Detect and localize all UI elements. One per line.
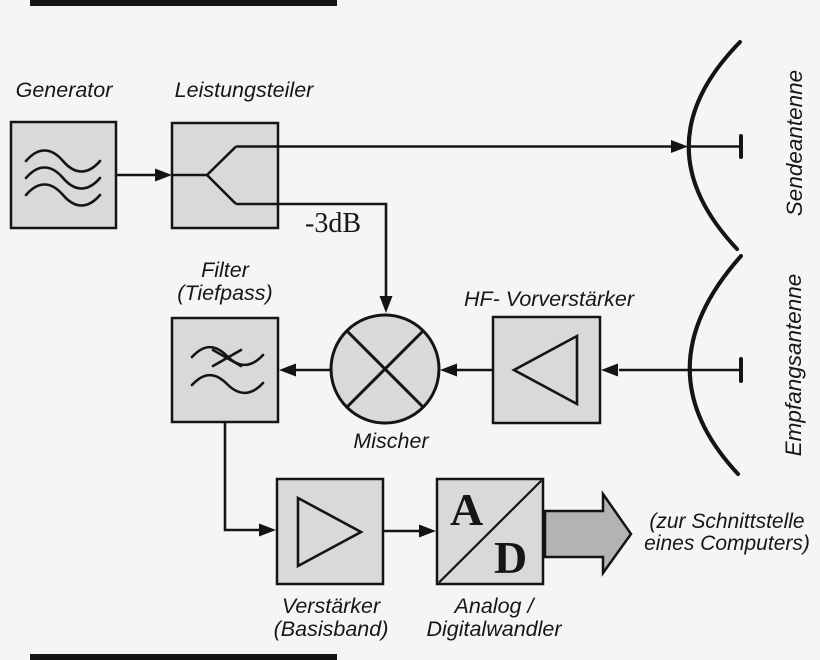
generator-label: Generator xyxy=(15,78,113,102)
baseband-amplifier-triangle-icon xyxy=(296,495,364,569)
rf-preamplifier-box xyxy=(491,315,602,425)
filter-label-line2: (Tiefpass) xyxy=(177,281,273,305)
mixer-circle-x-icon xyxy=(329,313,441,425)
arrowhead-into-tx-antenna xyxy=(671,140,688,153)
filter-label-line1: Filter xyxy=(201,258,249,282)
arrowhead-into-divider xyxy=(155,168,172,182)
lowpass-filter-box xyxy=(170,316,280,424)
mixer-label: Mischer xyxy=(353,429,429,453)
fat-right-arrow-icon xyxy=(543,490,633,577)
arrowhead-into-preamp xyxy=(601,363,618,377)
arrowhead-into-mixer-right xyxy=(440,363,457,377)
rf-amplifier-triangle-icon xyxy=(511,333,579,407)
ad-letter-a: A xyxy=(450,484,484,535)
arrowhead-into-mixer-top xyxy=(379,296,393,313)
power-divider-label: Leistungsteiler xyxy=(174,78,314,102)
filter-label: Filter (Tiefpass) xyxy=(155,259,295,305)
attenuation-label: -3dB xyxy=(305,208,361,239)
computer-interface-label-line2: eines Computers) xyxy=(644,531,810,555)
computer-interface-label-line1: (zur Schnittstelle xyxy=(649,510,805,533)
rx-antenna-label: Empfangsantenne xyxy=(781,273,806,457)
arrowhead-into-filter xyxy=(279,363,296,377)
baseband-amplifier-box xyxy=(275,477,385,586)
baseband-amplifier-label-line1: Verstärker xyxy=(281,594,381,618)
tx-dish-arc xyxy=(686,40,742,251)
computer-interface-label: (zur Schnittstelle eines Computers) xyxy=(632,511,820,554)
arrowhead-into-amplifier xyxy=(259,523,276,537)
baseband-amplifier-label: Verstärker (Basisband) xyxy=(251,595,411,641)
arrow-heads xyxy=(155,140,688,538)
ad-diagonal-divider xyxy=(438,479,543,584)
baseband-amplifier-label-line2: (Basisband) xyxy=(273,617,389,641)
rx-antenna-dish-icon xyxy=(687,254,743,476)
generator-box xyxy=(9,120,118,230)
ad-letter-d: D xyxy=(494,532,528,583)
ad-converter-label: Analog / Digitalwandler xyxy=(414,595,574,641)
bottom-frame-bar xyxy=(30,654,337,660)
power-splitter-fork-icon xyxy=(172,145,237,205)
tx-antenna-label: Sendeantenne xyxy=(782,69,807,217)
line-divider-to-mixer xyxy=(236,202,388,297)
triple-sine-wave-icon xyxy=(24,149,102,207)
tx-antenna-dish-icon xyxy=(686,40,743,251)
lowpass-wave-crossed-icon xyxy=(190,345,265,395)
ad-converter-label-line1: Analog / xyxy=(454,594,534,618)
rx-dish-arc xyxy=(687,254,743,476)
arrowhead-into-ad xyxy=(419,524,436,538)
line-filter-to-amplifier xyxy=(223,422,260,532)
signal-lines xyxy=(116,145,741,533)
top-frame-bar xyxy=(30,0,337,6)
ad-converter-label-line2: Digitalwandler xyxy=(426,617,562,641)
rf-preamplifier-label: HF- Vorverstärker xyxy=(463,287,635,311)
